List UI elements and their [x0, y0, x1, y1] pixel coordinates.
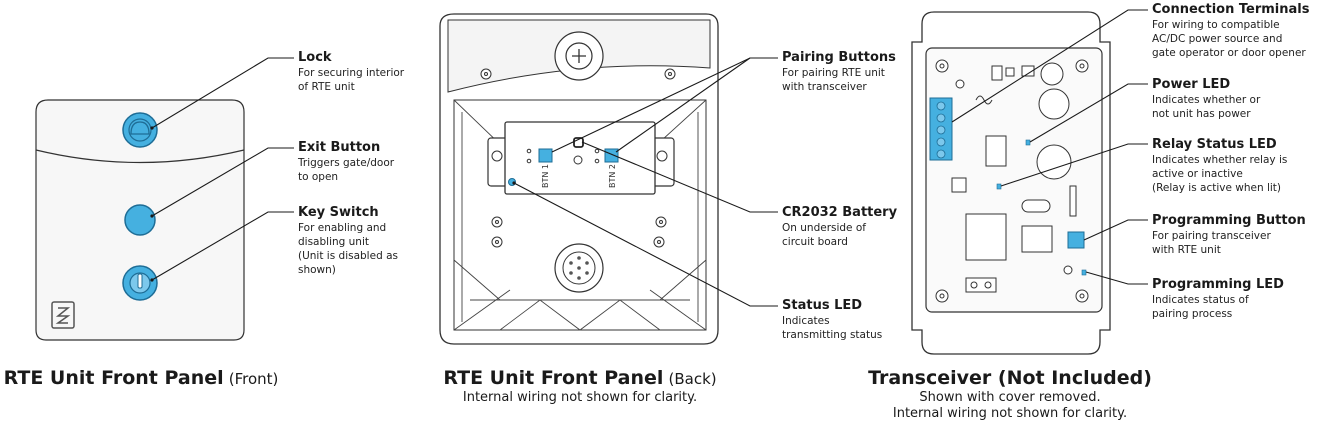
caption-front: RTE Unit Front Panel (Front)	[0, 366, 282, 390]
leader-exit	[151, 147, 294, 217]
rte-front-panel	[35, 99, 245, 341]
caption-back-main: RTE Unit Front Panel	[443, 367, 664, 389]
key-switch-icon	[122, 265, 158, 301]
leader-pairing-2	[615, 57, 751, 153]
relay-title: Relay Status LED	[1152, 137, 1277, 152]
rte-back-panel: BTN 1 BTN 2	[439, 13, 719, 345]
relay-led-icon	[996, 183, 1002, 190]
lock-icon	[122, 112, 158, 148]
status-title: Status LED	[782, 298, 863, 313]
key-desc: For enabling and disabling unit (Unit is…	[298, 222, 398, 276]
leader-prog-led	[1085, 271, 1148, 285]
callout-lines	[151, 9, 1148, 307]
leader-terminals	[951, 9, 1148, 123]
caption-front-main: RTE Unit Front Panel	[3, 367, 224, 389]
key-title: Key Switch	[298, 205, 379, 220]
callout-connection-terminals: Connection Terminals For wiring to compa…	[1152, 2, 1309, 60]
leader-status	[513, 182, 778, 307]
power-desc: Indicates whether or not unit has power	[1152, 94, 1261, 120]
brand-logo-icon	[51, 301, 75, 329]
leader-relay	[1000, 143, 1148, 187]
callout-programming-led: Programming LED Indicates status of pair…	[1152, 277, 1284, 321]
caption-back-note: Internal wiring not shown for clarity.	[462, 390, 698, 405]
status-desc: Indicates transmitting status	[782, 315, 883, 341]
caption-transceiver: Transceiver (Not Included) Shown with co…	[860, 366, 1160, 422]
callout-exit-button: Exit Button Triggers gate/door to open	[298, 140, 394, 184]
leader-key	[151, 211, 294, 281]
battery-title: CR2032 Battery	[782, 205, 898, 220]
caption-transceiver-main: Transceiver (Not Included)	[868, 367, 1152, 389]
callout-key-switch: Key Switch For enabling and disabling un…	[298, 205, 398, 277]
leader-prog-button	[1083, 219, 1148, 241]
terminal-block-icon	[929, 97, 953, 161]
leader-power	[1029, 83, 1148, 143]
programming-button-icon	[1067, 231, 1085, 249]
callout-lock: Lock For securing interior of RTE unit	[298, 50, 404, 94]
callout-pairing-buttons: Pairing Buttons For pairing RTE unit wit…	[782, 50, 896, 94]
caption-transceiver-note2: Internal wiring not shown for clarity.	[892, 406, 1128, 421]
caption-front-sub: (Front)	[228, 370, 279, 388]
btn2-label: BTN 2	[608, 164, 617, 188]
exit-button-icon	[124, 204, 156, 236]
power-led-icon	[1025, 139, 1031, 146]
callout-relay-led: Relay Status LED Indicates whether relay…	[1152, 137, 1287, 195]
prog-led-desc: Indicates status of pairing process	[1152, 294, 1249, 320]
leader-battery	[581, 141, 778, 213]
power-title: Power LED	[1152, 77, 1231, 92]
terminals-desc: For wiring to compatible AC/DC power sou…	[1152, 19, 1306, 59]
exit-desc: Triggers gate/door to open	[298, 157, 395, 183]
callout-programming-button: Programming Button For pairing transceiv…	[1152, 213, 1306, 257]
prog-button-title: Programming Button	[1152, 213, 1306, 228]
battery-desc: On underside of circuit board	[782, 222, 866, 248]
callout-status-led: Status LED Indicates transmitting status	[782, 298, 882, 342]
caption-back-sub: (Back)	[668, 370, 717, 388]
programming-led-icon	[1081, 269, 1087, 276]
callout-battery: CR2032 Battery On underside of circuit b…	[782, 205, 897, 249]
caption-back: RTE Unit Front Panel (Back) Internal wir…	[430, 366, 730, 406]
leader-lock	[151, 57, 294, 129]
caption-transceiver-note1: Shown with cover removed.	[919, 390, 1101, 405]
pairing-title: Pairing Buttons	[782, 50, 896, 65]
pairing-button-1-icon	[538, 148, 553, 163]
btn1-label: BTN 1	[541, 164, 550, 188]
pairing-desc: For pairing RTE unit with transceiver	[782, 67, 885, 93]
prog-led-title: Programming LED	[1152, 277, 1284, 292]
lock-desc: For securing interior of RTE unit	[298, 67, 405, 93]
pairing-button-2-icon	[604, 148, 619, 163]
relay-desc: Indicates whether relay is active or ina…	[1152, 154, 1288, 194]
callout-power-led: Power LED Indicates whether or not unit …	[1152, 77, 1260, 121]
exit-title: Exit Button	[298, 140, 381, 155]
prog-button-desc: For pairing transceiver with RTE unit	[1152, 230, 1271, 256]
terminals-title: Connection Terminals	[1152, 2, 1310, 17]
lock-title: Lock	[298, 50, 332, 65]
